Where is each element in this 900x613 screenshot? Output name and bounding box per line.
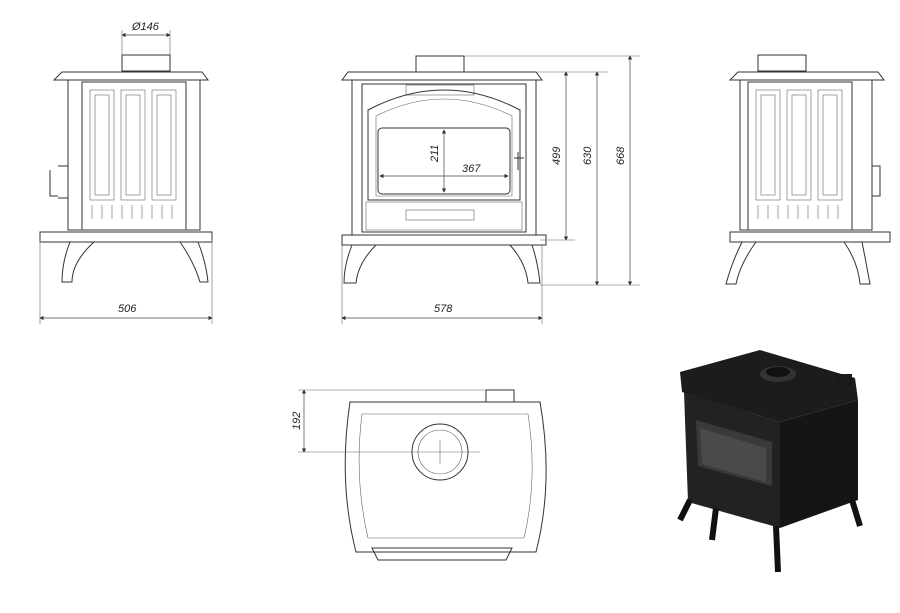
glass-height-label: 211 — [429, 144, 441, 163]
glass-width-label: 367 — [462, 163, 481, 175]
flue-offset-dimension: 192 — [291, 389, 486, 453]
stove-3d-render — [677, 350, 863, 573]
flue-diameter-label: Ø146 — [131, 21, 160, 33]
top-view — [344, 389, 547, 561]
front-width-dimension: 578 — [341, 245, 543, 324]
front-width-label: 578 — [434, 303, 453, 315]
left-side-view — [39, 54, 213, 283]
height-668-label: 668 — [615, 146, 627, 165]
height-499-label: 499 — [551, 147, 563, 165]
side-depth-dimension: 506 — [39, 240, 213, 324]
side-depth-label: 506 — [118, 303, 137, 315]
right-side-view — [725, 54, 891, 285]
flue-offset-label: 192 — [291, 412, 303, 430]
front-view: 211 367 — [341, 55, 547, 284]
height-630-label: 630 — [582, 146, 594, 165]
front-height-dimensions: 499 630 668 — [464, 55, 640, 286]
flue-diameter-dimension: Ø146 — [121, 21, 171, 55]
